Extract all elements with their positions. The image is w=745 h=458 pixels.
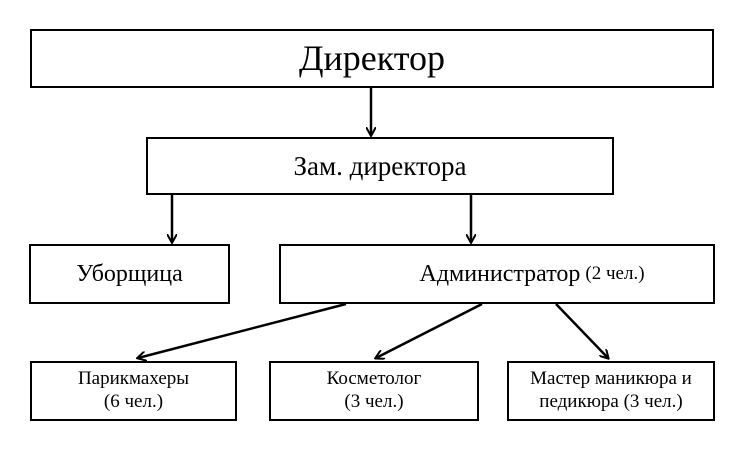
administrator-count: (2 чел.) [585,262,645,284]
administrator-label: Администратор [419,260,581,287]
administrator-box: Администратор (2 чел.) [279,244,715,304]
cosmetologist-label: Косметолог [326,368,422,390]
arrow-administrator-to-cosmetologist [376,302,483,358]
director-label: Директор [298,37,446,78]
cosmetologist-box: Косметолог (3 чел.) [269,361,479,421]
deputy-director-box: Зам. директора [146,137,614,195]
hairdressers-box: Парикмахеры (6 чел.) [30,361,237,421]
arrow-administrator-to-nail-master [555,303,608,358]
nail-master-label-line2: педикюра (3 чел.) [539,391,683,412]
cosmetologist-count: (3 чел.) [344,391,404,412]
arrow-administrator-to-hairdressers [138,302,347,358]
hairdressers-count: (6 чел.) [103,391,164,412]
cleaner-label: Уборщица [76,260,183,287]
hairdressers-label: Парикмахеры [77,368,190,390]
director-box: Директор [30,29,714,88]
deputy-director-label: Зам. директора [293,150,467,181]
nail-master-box: Мастер маникюра и педикюра (3 чел.) [507,361,715,421]
nail-master-label-line1: Мастер маникюра и [530,368,692,390]
cleaner-box: Уборщица [29,244,230,304]
